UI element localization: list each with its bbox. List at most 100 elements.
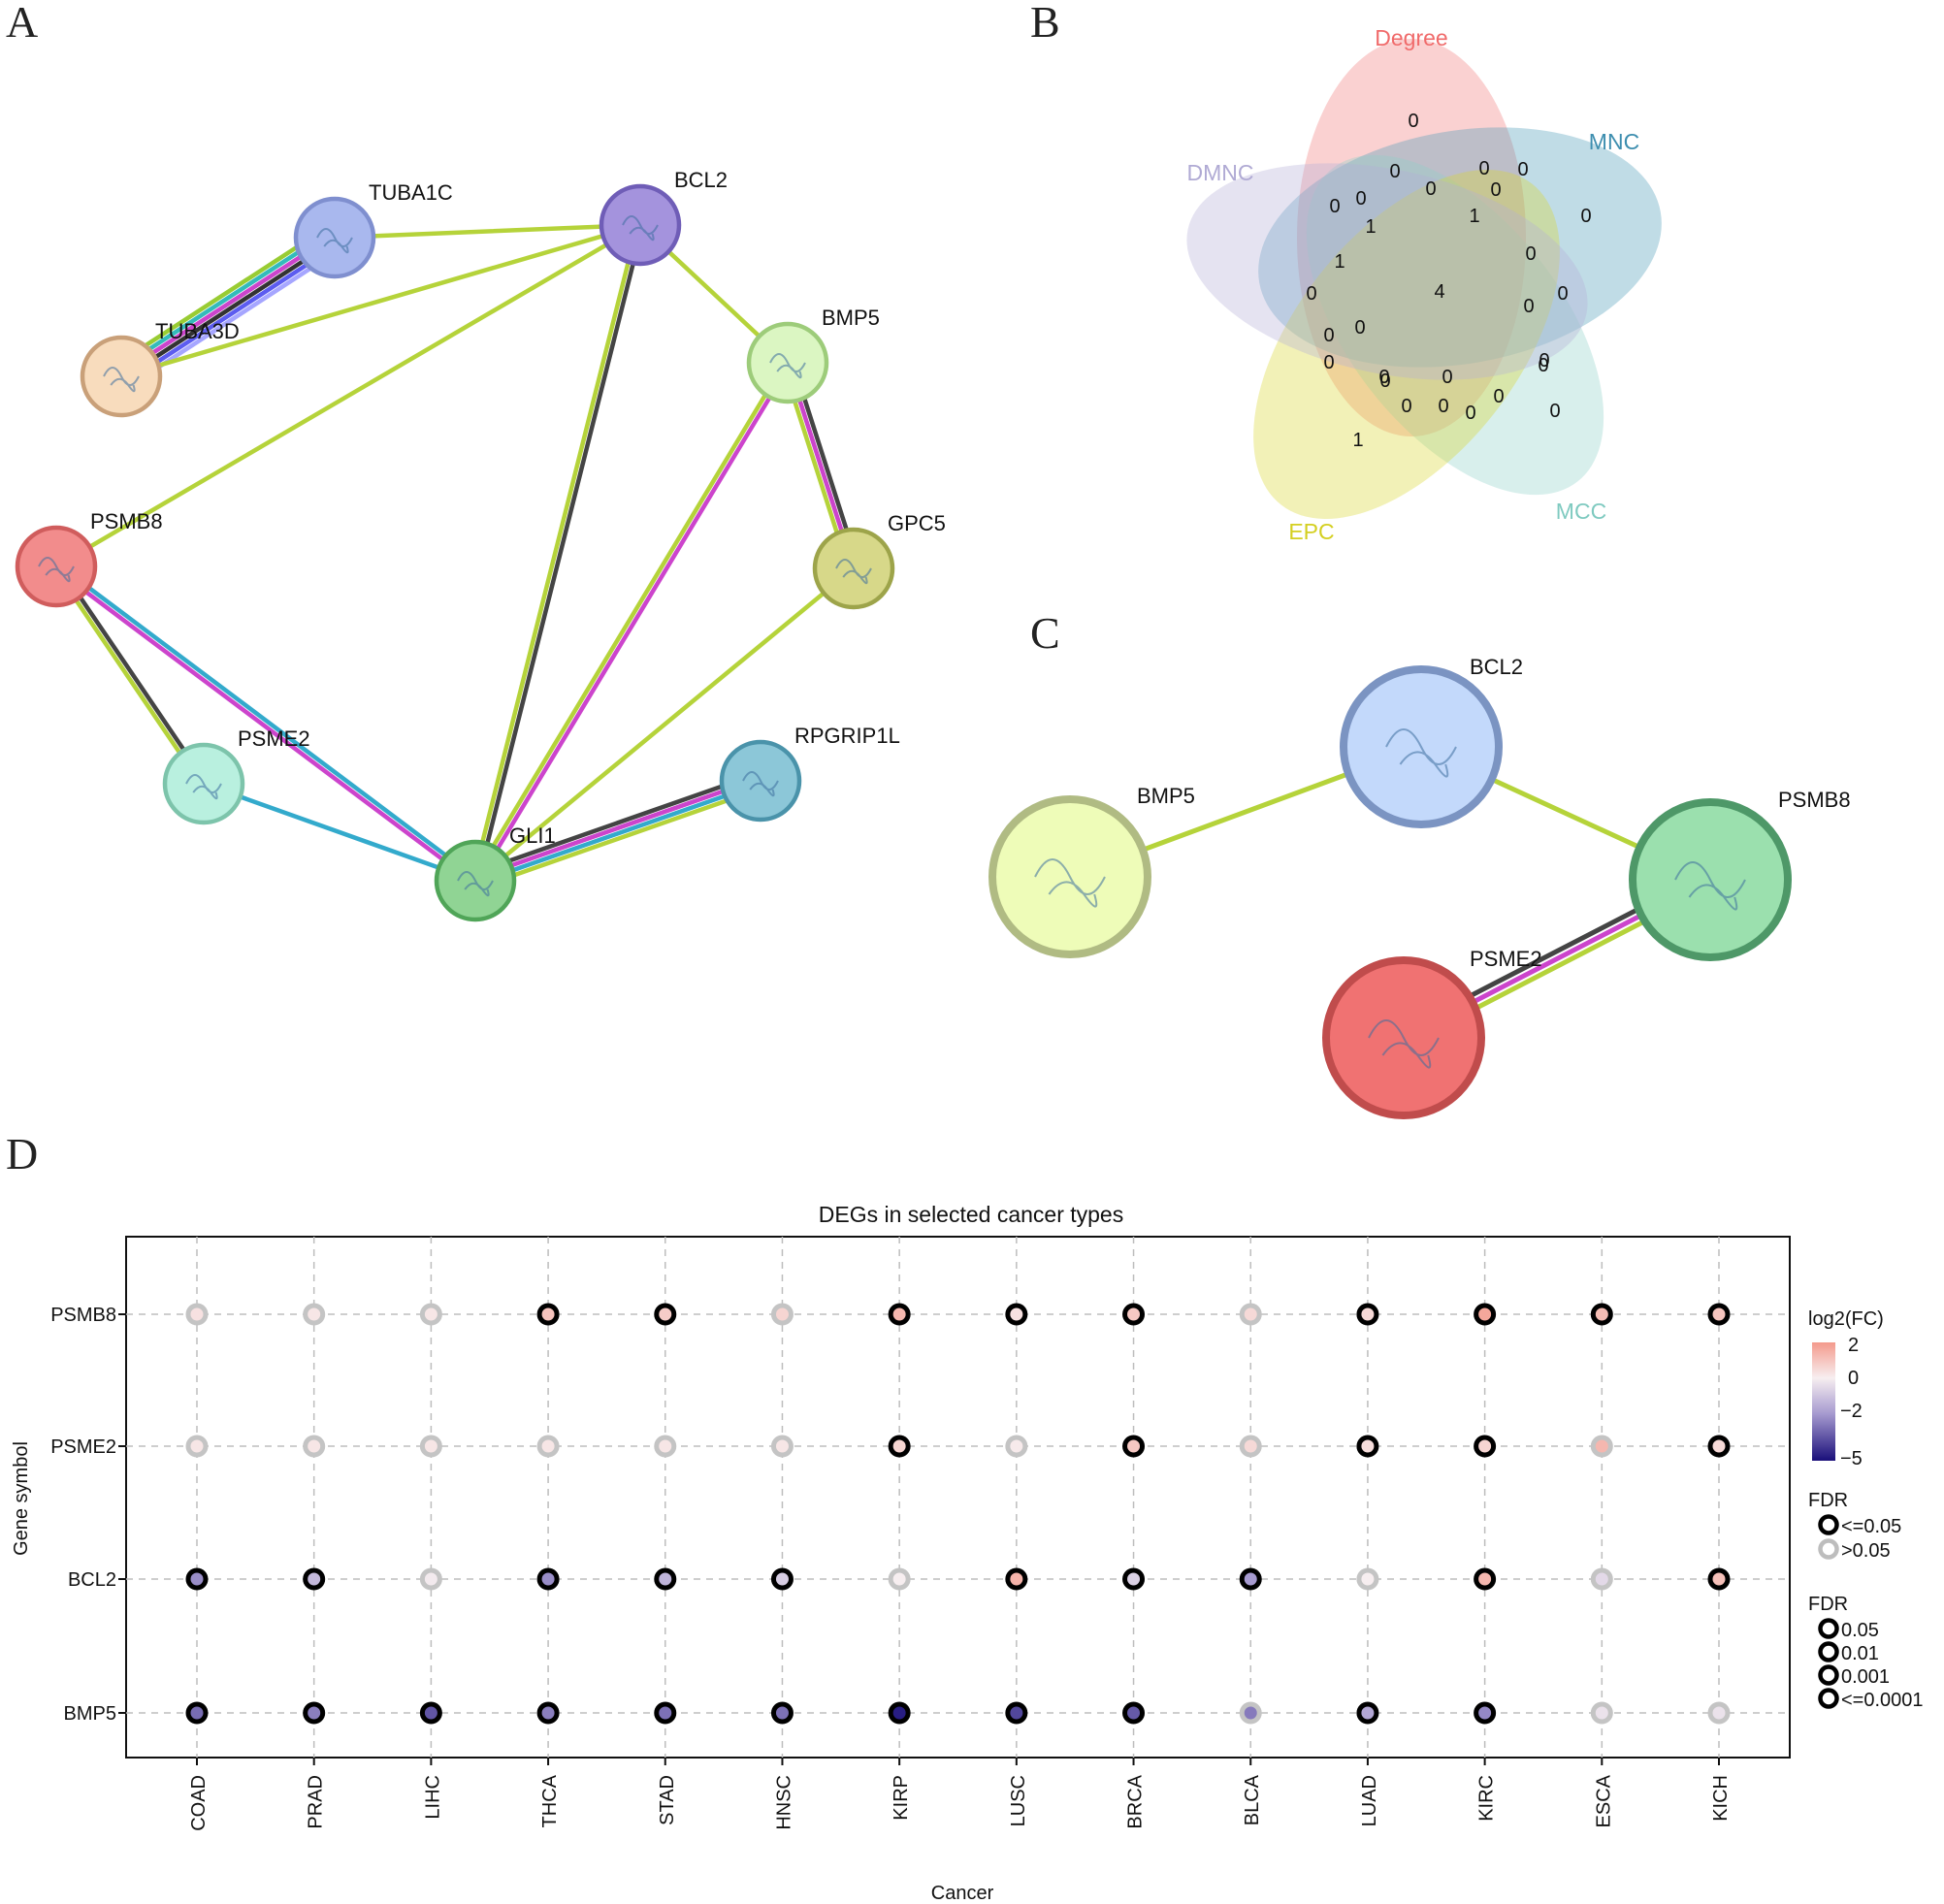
protein-structure-icon — [1034, 858, 1106, 908]
protein-structure-icon — [316, 228, 353, 254]
x-tick-label-prad: PRAD — [306, 1775, 327, 1829]
panel-a-node-gli1[interactable]: GLI1 — [434, 823, 556, 922]
point-bmp5-kirp — [888, 1701, 911, 1725]
point-psme2-luad — [1356, 1435, 1379, 1458]
point-psmb8-brca — [1122, 1303, 1146, 1326]
panel-a-edge-psmb8-gli1-1 — [52, 565, 476, 886]
panel-c-node-bmp5[interactable]: BMP5 — [988, 784, 1195, 958]
point-psme2-thca — [536, 1435, 560, 1458]
point-psme2-stad — [654, 1435, 677, 1458]
protein-structure-icon — [622, 215, 659, 242]
panel-c-node-label-psme2: PSME2 — [1470, 947, 1542, 971]
venn-count-27: 0 — [1438, 396, 1448, 417]
point-psmb8-lihc — [419, 1303, 442, 1326]
venn-count-3: 0 — [1478, 158, 1489, 179]
plot-points — [185, 1303, 1731, 1725]
point-bmp5-lihc — [419, 1701, 442, 1725]
panel-a-node-tuba1c[interactable]: TUBA1C — [293, 180, 453, 279]
panel-a-node-label-gpc5: GPC5 — [888, 511, 946, 535]
panel-a-node-label-psmb8: PSMB8 — [90, 509, 163, 533]
venn-set-dmnc: DMNC — [1187, 160, 1254, 185]
venn-count-17: 0 — [1323, 325, 1334, 346]
x-tick-label-luad: LUAD — [1359, 1775, 1380, 1826]
point-bmp5-prad — [303, 1701, 326, 1725]
panel-a-edge-tuba1c-tuba3d-4 — [114, 229, 333, 372]
protein-structure-icon — [1674, 861, 1746, 911]
venn-count-28: 0 — [1465, 403, 1475, 424]
venn-count-1: 0 — [1389, 161, 1400, 182]
point-bmp5-luad — [1356, 1701, 1379, 1725]
point-bmp5-hnsc — [770, 1701, 794, 1725]
protein-structure-icon — [38, 557, 75, 583]
legend-fc-tick-2: 2 — [1848, 1335, 1859, 1356]
venn-count-18: 0 — [1354, 317, 1365, 339]
panel-a-edge-bmp5-gli1-1 — [470, 359, 789, 882]
point-psmb8-kirc — [1474, 1303, 1497, 1326]
point-bmp5-coad — [185, 1701, 209, 1725]
point-bcl2-hnsc — [770, 1567, 794, 1591]
panel-a-node-rpgrip1l[interactable]: RPGRIP1L — [719, 724, 900, 823]
panel-c-node-psme2[interactable]: PSME2 — [1322, 947, 1542, 1119]
panel-a-edge-gli1-rpgrip1l-0 — [470, 771, 761, 876]
panel-a-node-label-bcl2: BCL2 — [674, 168, 728, 192]
legend-size-marker-3 — [1818, 1664, 1839, 1686]
panel-c-node-bcl2[interactable]: BCL2 — [1340, 655, 1523, 828]
venn-count-16: 0 — [1523, 296, 1534, 317]
point-psmb8-prad — [303, 1303, 326, 1326]
panel-label-b: B — [1030, 0, 1060, 47]
legend-fdr-sig-marker — [1818, 1514, 1839, 1535]
panel-a-edge-tuba3d-bcl2-0 — [118, 222, 643, 379]
venn-count-24: 0 — [1379, 371, 1390, 392]
y-tick-label-bcl2: BCL2 — [68, 1569, 116, 1591]
point-bmp5-kirc — [1474, 1701, 1497, 1725]
legend-size-marker-2 — [1818, 1641, 1839, 1662]
panel-a-node-label-bmp5: BMP5 — [822, 306, 880, 330]
venn-count-5: 0 — [1517, 159, 1528, 180]
point-bcl2-kirc — [1474, 1567, 1497, 1591]
legend-fc-title: log2(FC) — [1808, 1308, 1884, 1330]
panel-a-edge-tuba1c-tuba3d-5 — [112, 224, 331, 369]
panel-d-dotplot: DEGs in selected cancer types PSMB8PSME2… — [11, 1202, 1924, 1904]
venn-ellipse-mcc — [1306, 154, 1604, 496]
x-tick-label-blca: BLCA — [1242, 1774, 1263, 1825]
panel-c-node-label-bmp5: BMP5 — [1137, 784, 1195, 808]
point-psmb8-luad — [1356, 1303, 1379, 1326]
panel-a-edge-gli1-rpgrip1l-2 — [473, 781, 764, 886]
x-tick-label-kich: KICH — [1710, 1775, 1732, 1822]
venn-set-mcc: MCC — [1556, 499, 1606, 524]
point-bcl2-kirp — [888, 1567, 911, 1591]
legend-fc-tick-0: 0 — [1848, 1368, 1859, 1389]
panel-a-node-gpc5[interactable]: GPC5 — [812, 511, 946, 610]
panel-label-a: A — [6, 0, 38, 47]
panel-c-node-label-bcl2: BCL2 — [1470, 655, 1523, 679]
point-psmb8-esca — [1590, 1303, 1613, 1326]
x-tick-label-stad: STAD — [657, 1775, 678, 1825]
point-psme2-kirc — [1474, 1435, 1497, 1458]
panel-a-node-label-psme2: PSME2 — [238, 726, 310, 751]
x-tick-label-kirp: KIRP — [891, 1775, 912, 1821]
legend-size-label-3: 0.001 — [1841, 1666, 1890, 1688]
panel-a-node-psmb8[interactable]: PSMB8 — [15, 509, 163, 608]
point-bcl2-luad — [1356, 1567, 1379, 1591]
protein-structure-icon — [103, 367, 140, 393]
panel-a-node-tuba3d[interactable]: TUBA3D — [80, 319, 240, 418]
venn-count-12: 0 — [1525, 243, 1536, 265]
panel-a-edge-psme2-gli1-0 — [201, 781, 478, 884]
panel-c-node-psmb8[interactable]: PSMB8 — [1629, 788, 1851, 961]
panel-a-edge-gli1-rpgrip1l-3 — [475, 786, 765, 890]
point-psmb8-stad — [654, 1303, 677, 1326]
panel-a-node-label-tuba1c: TUBA1C — [369, 180, 453, 205]
venn-count-7: 1 — [1365, 216, 1376, 238]
panel-a-node-bmp5[interactable]: BMP5 — [746, 306, 880, 404]
x-tick-label-brca: BRCA — [1125, 1774, 1147, 1828]
point-psme2-lusc — [1005, 1435, 1028, 1458]
point-psme2-blca — [1239, 1435, 1262, 1458]
panel-a-node-psme2[interactable]: PSME2 — [162, 726, 310, 825]
legend-size-marker-4 — [1818, 1688, 1839, 1709]
panel-a-node-bcl2[interactable]: BCL2 — [599, 168, 728, 267]
panel-label-d: D — [6, 1129, 38, 1178]
venn-count-29: 0 — [1549, 401, 1560, 422]
